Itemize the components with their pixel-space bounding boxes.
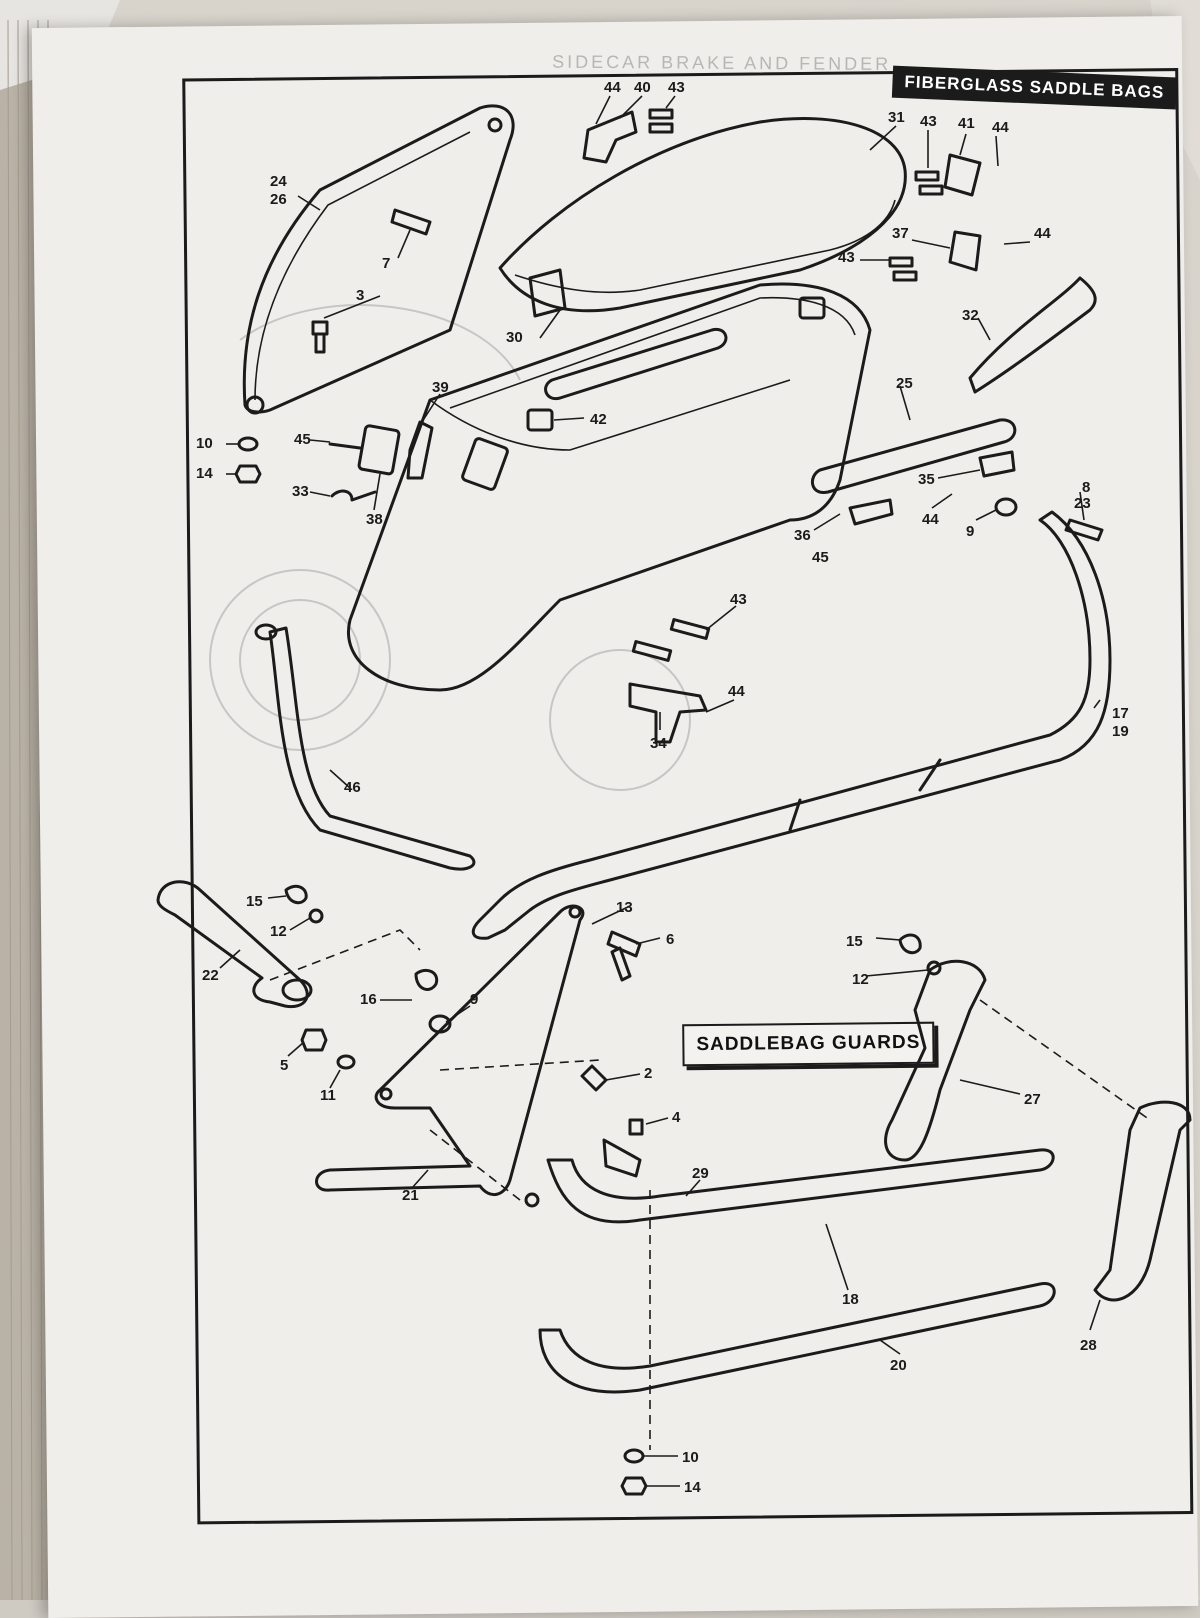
- callout-16: 16: [360, 991, 377, 1008]
- callout-45: 45: [294, 431, 311, 448]
- callout-5: 5: [280, 1057, 288, 1074]
- hinge-37: [948, 230, 982, 272]
- callout-46: 46: [344, 779, 361, 796]
- callout-14: 14: [196, 465, 213, 482]
- hinge-41: [943, 153, 982, 197]
- callout-20: 20: [890, 1357, 907, 1374]
- clip-39: [406, 420, 434, 480]
- callout-35: 35: [918, 471, 935, 488]
- callout-12: 12: [270, 923, 287, 940]
- latch-38: [357, 424, 401, 476]
- callout-6: 6: [666, 931, 674, 948]
- callout-44: 44: [992, 119, 1009, 136]
- bleed-through-artwork: [209, 304, 691, 791]
- callout-31: 31: [888, 109, 905, 126]
- callout-26: 26: [270, 191, 287, 208]
- callout-23: 23: [1074, 495, 1091, 512]
- callout-4: 4: [672, 1109, 681, 1126]
- callout-32: 32: [962, 307, 979, 324]
- callout-15: 15: [846, 933, 863, 950]
- callout-numbers: 44 40 43 31 43 41 44 24 26 7 37 44 43 3 …: [196, 79, 1129, 1496]
- support-rod-46: [268, 626, 476, 871]
- callout-27: 27: [1024, 1091, 1041, 1108]
- saddlebag-body: [347, 282, 872, 692]
- callout-44: 44: [604, 79, 621, 96]
- callout-7: 7: [382, 255, 390, 272]
- callout-14: 14: [684, 1479, 701, 1496]
- bolt-guard-22: [156, 880, 309, 1009]
- callout-29: 29: [692, 1165, 709, 1182]
- callout-43: 43: [730, 591, 747, 608]
- guard-rail-17: [471, 510, 1112, 940]
- callout-44: 44: [922, 511, 939, 528]
- callout-21: 21: [402, 1187, 419, 1204]
- callout-30: 30: [506, 329, 523, 346]
- callout-19: 19: [1112, 723, 1129, 740]
- callout-44: 44: [1034, 225, 1051, 242]
- callout-18: 18: [842, 1291, 859, 1308]
- callout-43: 43: [668, 79, 685, 96]
- guard-rail-20: [538, 1282, 1056, 1394]
- callout-44: 44: [728, 683, 745, 700]
- lid-hinge: [528, 268, 567, 318]
- callout-10: 10: [196, 435, 213, 452]
- plate-42: [526, 408, 554, 432]
- callout-34: 34: [650, 735, 667, 752]
- callout-3: 3: [356, 287, 364, 304]
- callout-22: 22: [202, 967, 219, 984]
- callout-17: 17: [1112, 705, 1129, 722]
- callout-40: 40: [634, 79, 651, 96]
- bolt-7: [390, 208, 432, 236]
- saddlebag-lid: [498, 117, 907, 313]
- callout-9: 9: [470, 991, 478, 1008]
- callout-33: 33: [292, 483, 309, 500]
- callout-12: 12: [852, 971, 869, 988]
- bracket-28: [1093, 1100, 1192, 1302]
- callout-11: 11: [320, 1087, 336, 1104]
- callout-leaders: [219, 95, 1101, 1487]
- bag-latch-slot: [544, 327, 728, 401]
- callout-43: 43: [920, 113, 937, 130]
- bracket-27: [884, 959, 987, 1162]
- callout-13: 13: [616, 899, 633, 916]
- callout-28: 28: [1080, 1337, 1097, 1354]
- callout-25: 25: [896, 375, 913, 392]
- bracket-34: [628, 682, 708, 744]
- callout-37: 37: [892, 225, 909, 242]
- callout-41: 41: [958, 115, 975, 132]
- hinge-40: [582, 110, 638, 164]
- callout-36: 36: [794, 527, 811, 544]
- callout-2: 2: [644, 1065, 652, 1082]
- strap-32: [968, 276, 1097, 394]
- latch-on-bag: [461, 437, 509, 491]
- callout-45: 45: [812, 549, 829, 566]
- callout-24: 24: [270, 173, 287, 190]
- callout-9: 9: [966, 523, 974, 540]
- callout-38: 38: [366, 511, 383, 528]
- callout-10: 10: [682, 1449, 699, 1466]
- callout-39: 39: [432, 379, 449, 396]
- guard-bracket-21: [315, 904, 585, 1196]
- bolt-3: [311, 320, 329, 354]
- callout-15: 15: [246, 893, 263, 910]
- callout-8: 8: [1082, 479, 1090, 496]
- guard-rail-18: [546, 1148, 1055, 1224]
- bracket-25: [811, 418, 1017, 494]
- bag-support-bracket: [242, 104, 515, 414]
- callout-43: 43: [838, 249, 855, 266]
- callout-42: 42: [590, 411, 607, 428]
